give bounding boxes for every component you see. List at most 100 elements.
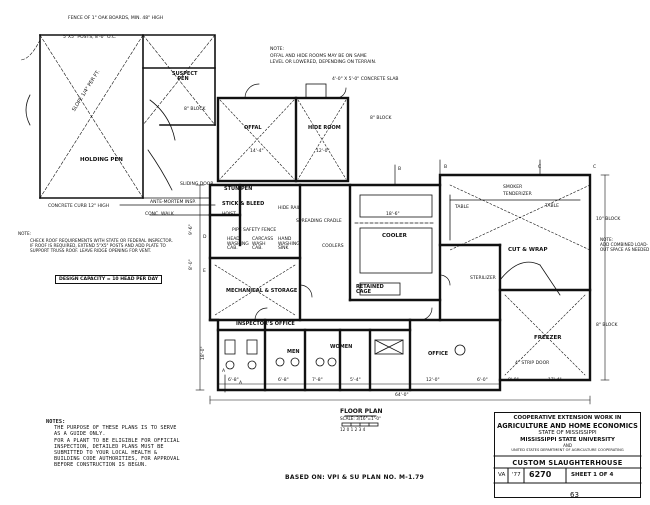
left-dim: 18'-0": [201, 346, 206, 360]
based-on-text: BASED ON: VPI & SU PLAN NO. M-1.79: [285, 474, 425, 481]
bottom-dim: 6'-8": [228, 378, 239, 383]
sheet-number: SHEET 1 OF 4: [571, 472, 614, 478]
stick-bleed-label: STICK & BLEED: [222, 201, 265, 207]
notes-heading: NOTES:: [46, 419, 66, 425]
fence-note: FENCE OF 1" OAK BOARDS, MIN. 48" HIGH: [68, 16, 164, 21]
left-dim: 8'-0": [189, 259, 194, 270]
scale-bar-label: 12 0 1 2 3 4: [340, 427, 366, 432]
note-line: THE PURPOSE OF THESE PLANS IS TO SERVE: [54, 425, 177, 432]
scale-bar: [341, 415, 379, 427]
floor-plan-title: FLOOR PLAN: [340, 408, 383, 415]
title-block-line: STATE OF MISSISSIPPI: [538, 430, 597, 436]
title-block: COOPERATIVE EXTENSION WORK IN AGRICULTUR…: [494, 412, 641, 498]
block-8-label: 8" BLOCK: [184, 107, 206, 112]
retained-cage-label: RETAINED CAGE: [356, 284, 384, 295]
bottom-dim: 6'-8": [278, 378, 289, 383]
note-line: INSPECTION, DETAILED PLANS MUST BE: [54, 443, 164, 450]
inspectors-office-label: INSPECTOR'S OFFICE: [236, 321, 295, 327]
women-label: WOMEN: [330, 344, 353, 350]
pens-area: [39, 34, 216, 199]
cut-wrap-label: CUT & WRAP: [508, 247, 548, 253]
cooler-dim: 18'-6": [386, 212, 400, 217]
section-mark: D: [203, 235, 207, 240]
pipe-safety-fence-label: PIPE SAFETY FENCE: [232, 228, 277, 233]
mechanical-storage-label: MECHANICAL & STORAGE: [226, 288, 298, 294]
men-label: MEN: [287, 349, 300, 355]
section-mark: C: [593, 165, 597, 170]
block-10-label: 10" BLOCK: [596, 217, 621, 222]
bottom-dim: 12'-0": [426, 378, 440, 383]
right-note-line: OUT SPACE AS NEEDED: [600, 247, 650, 252]
section-mark: E: [203, 269, 206, 274]
conc-walk-label: CONC. WALK: [145, 212, 174, 217]
note-line: SUBMITTED TO YOUR LOCAL HEALTH &: [54, 450, 158, 457]
hide-rail-label: HIDE RAIL: [278, 206, 301, 211]
top-note-heading: NOTE:: [270, 47, 285, 52]
title-block-line: UNITED STATES DEPARTMENT OF AGRICULTURE …: [511, 448, 624, 452]
title-block-line: AND: [563, 443, 572, 448]
hoist-label: HOIST: [222, 212, 236, 217]
block-8-freezer-label: 8" BLOCK: [596, 323, 618, 328]
right-note-line: ADD COMBINED LOAD-: [600, 242, 648, 247]
section-mark: A: [239, 381, 243, 386]
section-mark: B: [398, 167, 402, 172]
cooler-label: COOLER: [382, 233, 407, 239]
left-note-line: IF ROOF IS REQUIRED, EXTEND 5"X5" POSTS …: [30, 243, 166, 248]
title-block-line: MISSISSIPPI STATE UNIVERSITY: [520, 437, 615, 443]
concrete-slab-label: 4'-0" X 5'-0" CONCRETE SLAB: [332, 77, 399, 82]
posts-note: 5"X5" POSTS, 8'-0" O.C.: [63, 35, 117, 40]
sliding-door-label: SLIDING DOOR: [180, 182, 214, 187]
left-note-heading: NOTE:: [18, 231, 32, 236]
hide-room-label: HIDE ROOM: [308, 125, 341, 131]
year-code: '77: [512, 472, 521, 478]
bottom-dim: 6'-0": [477, 378, 488, 383]
title-block-line: AGRICULTURE AND HOME ECONOMICS: [497, 422, 638, 430]
left-dim: 9'-6": [189, 224, 194, 235]
offal-room-label: OFFAL: [244, 125, 262, 131]
block-8-right-label: 8" BLOCK: [370, 116, 392, 121]
stun-pen-label: STUN PEN: [224, 186, 253, 192]
scale-text: SCALE: 3/16"=1'-0": [340, 416, 381, 421]
suspect-pen-label: SUSPECT PEN: [172, 71, 198, 82]
left-note-line: CHECK ROOF REQUIREMENTS WITH STATE OR FE…: [30, 238, 173, 243]
plan-number: 6270: [529, 470, 552, 479]
section-mark: A: [222, 369, 226, 374]
section-mark: C: [538, 165, 542, 170]
top-note-line: LEVEL OR LOWERED, DEPENDING ON TERRAIN.: [270, 60, 377, 65]
design-capacity-box: DESIGN CAPACITY = 10 HEAD PER DAY: [55, 275, 163, 284]
bottom-dim: 5'-4": [350, 378, 361, 383]
title-block-line: COOPERATIVE EXTENSION WORK IN: [513, 415, 622, 421]
overall-dim: 64'-0": [393, 393, 411, 399]
table-label-2: TABLE: [545, 204, 559, 209]
notes-block: NOTES: THE PURPOSE OF THESE PLANS IS TO …: [46, 419, 246, 469]
concrete-curb-label: CONCRETE CURB 12" HIGH: [48, 204, 110, 209]
note-line: BUILDING CODE AUTHORITIES, FOR APPROVAL: [54, 456, 180, 463]
top-note-line: OFFAL AND HIDE ROOMS MAY BE ON SAME: [270, 54, 367, 59]
tenderizer-label: TENDERIZER: [503, 192, 532, 197]
office-label: OFFICE: [428, 351, 449, 357]
bottom-dim: 7'-8": [312, 378, 323, 383]
holding-pen-label: HOLDING PEN: [80, 157, 123, 163]
bottom-dim: 8'-0": [508, 378, 519, 383]
drawing-title: CUSTOM SLAUGHTERHOUSE: [512, 459, 623, 467]
left-note-line: SUPPORT TRUSS ROOF. LEAVE RIDGE OPENING …: [30, 248, 152, 253]
offal-dim: 14'-4": [250, 149, 264, 154]
coolers-label: COOLERS: [322, 244, 344, 249]
ante-mortem-label: ANTE-MORTEM INSP.: [150, 200, 196, 205]
note-line: BEFORE CONSTRUCTION IS BEGUN.: [54, 462, 148, 469]
carcass-wash-label: CARCASS WASH CAB.: [252, 237, 274, 251]
page-stamp: 63: [570, 491, 579, 499]
building-walls: [208, 173, 592, 392]
sterilizer-label: STERILIZER: [470, 276, 496, 281]
freezer-label: FREEZER: [534, 335, 562, 341]
spreading-cradle-label: SPREADING CRADLE: [296, 219, 342, 224]
note-line: FOR A PLANT TO BE ELIGIBLE FOR OFFICIAL: [54, 437, 180, 444]
section-mark: B: [444, 165, 448, 170]
head-washing-label: HEAD WASHING CAB.: [227, 237, 249, 251]
upper-rooms: [216, 96, 350, 183]
hand-wash-label: HAND WASHING SINK: [278, 237, 300, 251]
hide-dim: 12'-0": [316, 149, 330, 154]
strip-door-label: 4" STRIP DOOR: [515, 361, 550, 366]
table-label: TABLE: [455, 205, 469, 210]
